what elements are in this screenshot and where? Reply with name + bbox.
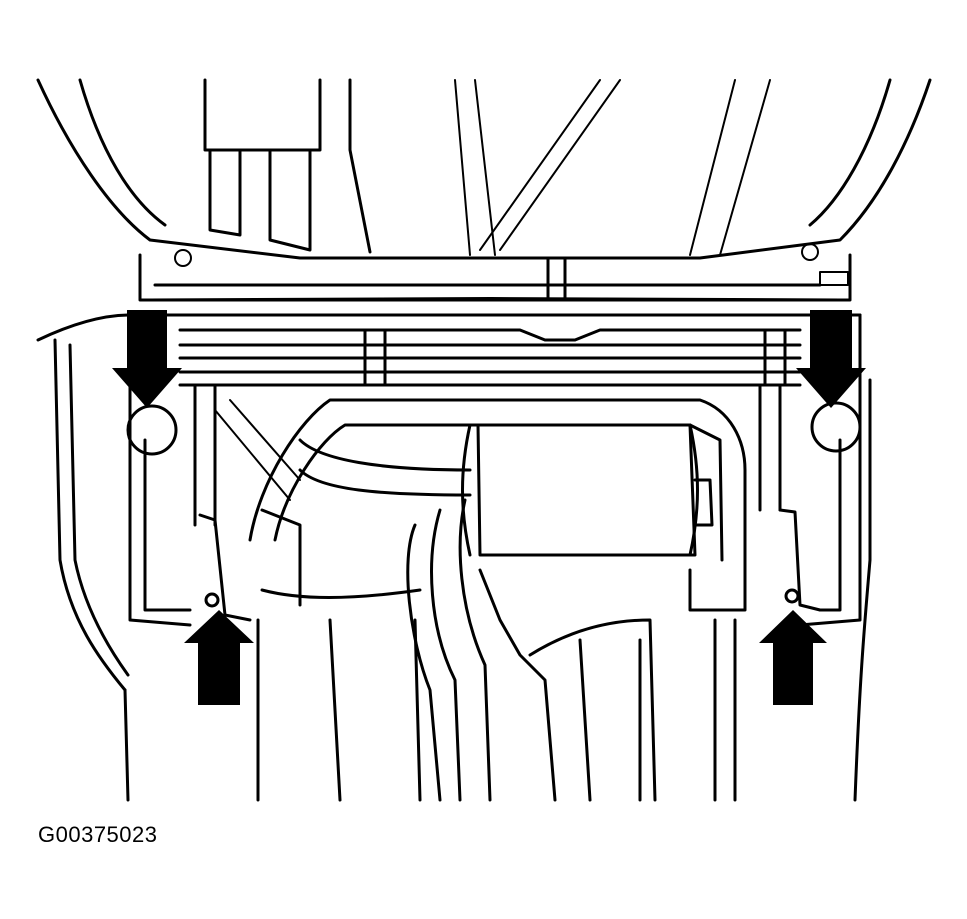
left-mount-hole xyxy=(126,404,178,456)
left-mount-arrow xyxy=(112,310,182,408)
left-side-structure xyxy=(36,313,301,802)
exhaust-system xyxy=(248,398,747,802)
subframe-rails xyxy=(128,313,862,387)
left-bolt-arrow xyxy=(184,610,254,705)
upper-body-frame xyxy=(36,78,932,302)
muffler xyxy=(461,423,714,557)
right-bolt-arrow xyxy=(759,610,827,705)
figure-id-label: G00375023 xyxy=(38,822,158,847)
upper-cylinder-assembly xyxy=(203,78,372,254)
right-mount-hole xyxy=(810,401,862,453)
left-bolt xyxy=(204,592,220,608)
right-side-structure xyxy=(713,313,872,802)
right-mount-arrow xyxy=(796,310,866,408)
right-bolt xyxy=(784,588,800,604)
